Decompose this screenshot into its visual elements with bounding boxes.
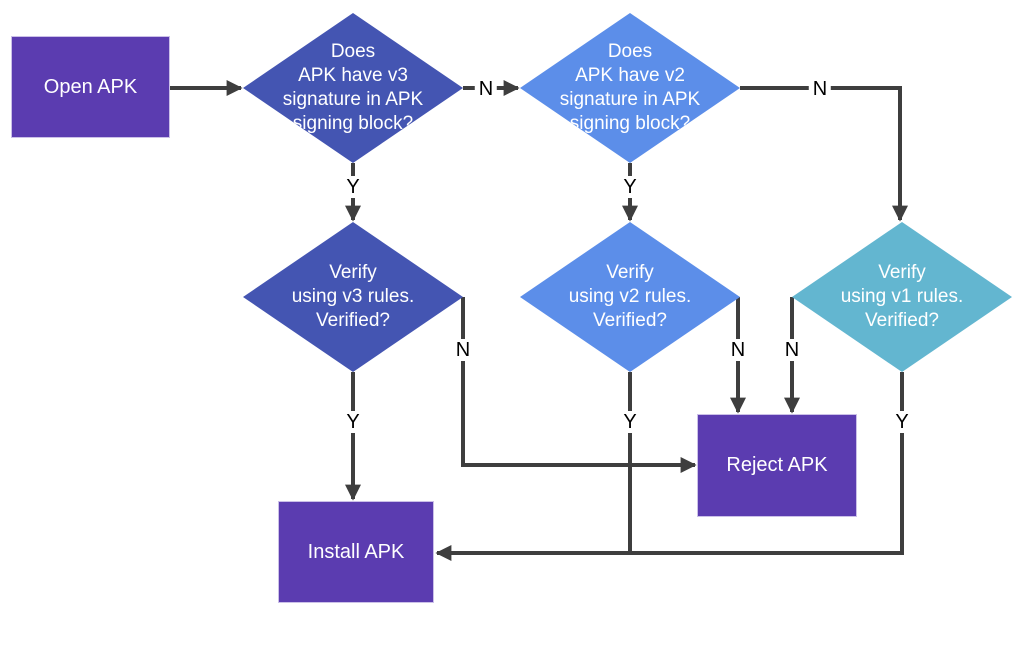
edge-label-hasv2-no: N [808,78,832,100]
node-verify-v1-rules-label: Verify using v1 rules. Verified? [840,262,964,331]
node-install-apk: Install APK [278,501,434,603]
node-install-apk-label: Install APK [307,540,405,563]
node-verify-v2-rules-label: Verify using v2 rules. Verified? [568,262,692,331]
node-has-v2-signature-label: Does APK have v2 signature in APK signin… [559,41,701,134]
edge-label-hasv3-no: N [474,78,498,100]
node-open-apk: Open APK [11,36,170,138]
edge-label-verifyv2-no: N [726,339,750,361]
connector-hasv2-to-verifyv1 [740,86,908,222]
node-reject-apk-label: Reject APK [726,454,828,476]
edge-label-hasv2-yes: Y [619,176,641,198]
edge-label-verifyv3-yes: Y [342,411,364,433]
node-has-v3-signature-label: Does APK have v3 signature in APK signin… [282,41,424,134]
node-reject-apk: Reject APK [697,414,857,517]
node-verify-v3-rules-label: Verify using v3 rules. Verified? [291,262,415,331]
edge-label-verifyv2-yes: Y [619,411,641,433]
edge-label-verifyv3-no: N [451,339,475,361]
edge-label-verifyv1-yes: Y [891,411,913,433]
node-open-apk-label: Open APK [43,75,138,98]
edge-label-hasv3-yes: Y [342,176,364,198]
edge-label-verifyv1-no: N [780,339,804,361]
